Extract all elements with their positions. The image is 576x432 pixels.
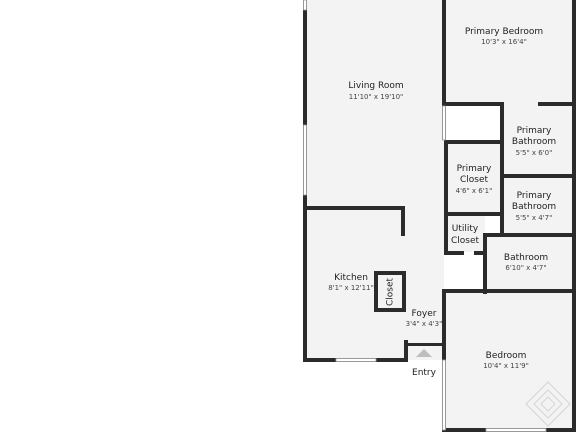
utility-closet-floor — [447, 216, 485, 252]
wall-closet-bottom — [444, 212, 502, 216]
closet-name: Closet — [386, 278, 396, 307]
room-labels: Primary Bedroom 10'3" x 16'4" Living Roo… — [328, 27, 556, 378]
floor-areas — [306, 0, 576, 432]
wall-bathroom-bottom — [444, 289, 576, 293]
wall-bedroom-bottom-right — [538, 102, 576, 106]
primary-bathroom-2-dims: 5'5" x 4'7" — [516, 214, 553, 222]
utility-closet-name-line2: Closet — [451, 236, 480, 246]
wall-kitchen-stub — [401, 206, 405, 236]
wall-closet-top — [444, 140, 502, 144]
bedroom-dims: 10'4" x 11'9" — [483, 362, 529, 370]
foyer-name: Foyer — [412, 309, 437, 319]
wall-closet-left — [444, 140, 448, 255]
kitchen-name: Kitchen — [334, 273, 368, 283]
wall-bath-divider — [500, 174, 576, 178]
wall-kitchen-top — [303, 206, 404, 210]
window-bedroom-left — [442, 359, 446, 431]
primary-closet-name-line2: Closet — [460, 175, 489, 185]
wall-bath-left — [500, 102, 504, 237]
wall-foyer-left — [404, 340, 408, 362]
windows — [303, 0, 547, 432]
diamond-watermark-icon — [525, 381, 571, 427]
kitchen-dims: 8'1" x 12'11" — [328, 284, 374, 292]
wall-utility-right — [483, 234, 487, 294]
primary-closet-dims: 4'6" x 6'1" — [456, 187, 493, 195]
wall-bedroom-bottom — [442, 102, 504, 106]
primary-bedroom-floor — [444, 0, 576, 105]
living-room-floor — [306, 0, 444, 210]
window-living-left — [303, 124, 307, 196]
living-room-dims: 11'10" x 19'10" — [349, 93, 404, 101]
wall-utility-bottom-a — [444, 251, 464, 255]
wall-kcloset-right — [402, 271, 406, 312]
window-bedroom-bottom — [485, 428, 547, 432]
wall-foyer-bottom — [404, 343, 444, 346]
bathroom-name: Bathroom — [504, 253, 548, 263]
primary-bathroom-1-dims: 5'5" x 6'0" — [516, 149, 553, 157]
primary-bathroom-1-name-line2: Bathroom — [512, 137, 556, 147]
bedroom-name: Bedroom — [486, 351, 527, 361]
primary-bathroom-floor — [501, 105, 576, 175]
primary-closet-floor — [447, 143, 501, 213]
window-living-top — [303, 0, 307, 11]
primary-bedroom-dims: 10'3" x 16'4" — [481, 38, 527, 46]
wall-right — [572, 0, 576, 432]
primary-bathroom-2-name-line1: Primary — [517, 191, 552, 201]
utility-closet-name-line1: Utility — [452, 224, 479, 234]
door-gap-living — [442, 105, 446, 141]
primary-bathroom-2-name-line2: Bathroom — [512, 202, 556, 212]
living-room-name: Living Room — [348, 81, 403, 91]
wall-bathroom-top — [483, 233, 576, 237]
wall-utility-bottom-b — [474, 251, 486, 255]
entry-arrow-icon — [416, 349, 432, 357]
primary-bathroom-1-name-line1: Primary — [517, 126, 552, 136]
primary-closet-name-line1: Primary — [457, 164, 492, 174]
wall-living-bedroom — [442, 0, 446, 140]
wall-kcloset-left — [374, 271, 378, 311]
window-kitchen-bottom — [335, 358, 377, 362]
primary-bedroom-name: Primary Bedroom — [465, 27, 543, 37]
foyer-dims: 3'4" x 4'3" — [406, 320, 443, 328]
bathroom-floor — [485, 236, 576, 290]
primary-bathroom-2-floor — [501, 178, 576, 233]
wall-kcloset-top — [374, 271, 406, 275]
wall-kcloset-bottom — [374, 308, 406, 312]
bathroom-dims: 6'10" x 4'7" — [505, 264, 546, 272]
bedroom-floor — [444, 293, 576, 432]
entry-label: Entry — [412, 368, 437, 378]
